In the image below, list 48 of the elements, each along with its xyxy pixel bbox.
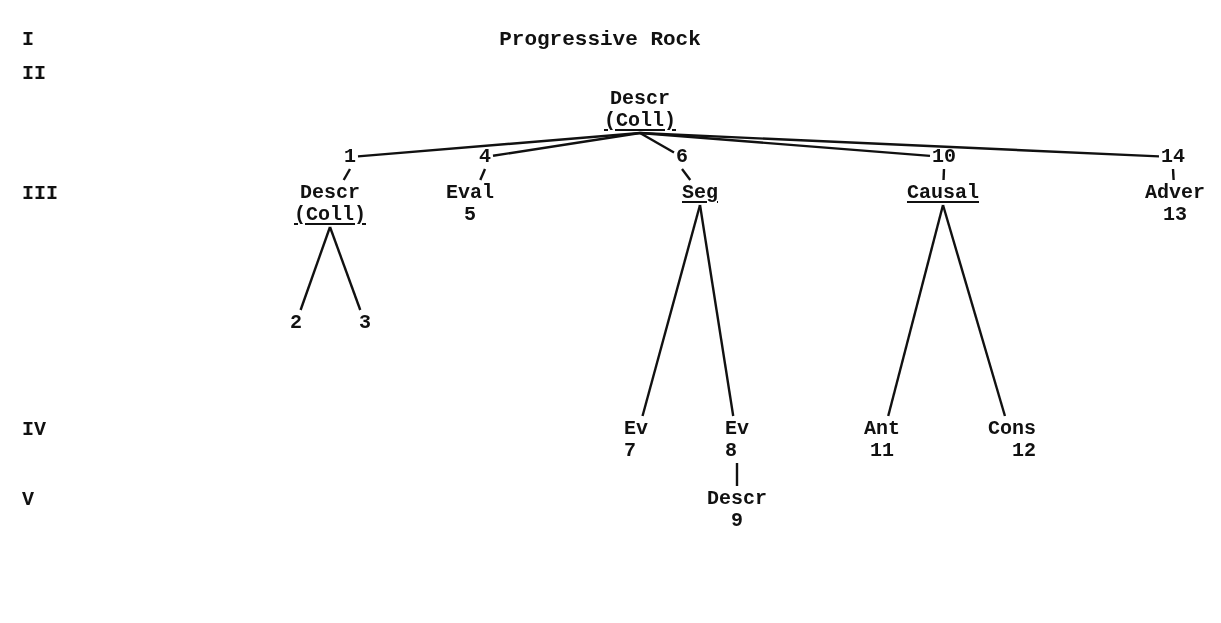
tree-label: 9 [731, 510, 743, 532]
tree-label: Descr [707, 488, 767, 510]
tree-line [641, 204, 702, 417]
tree-label: 2 [290, 312, 302, 334]
tree-label: 5 [464, 204, 476, 226]
tree-label: Ant [864, 418, 900, 440]
tree-label: 6 [676, 146, 688, 168]
tree-line [681, 168, 692, 181]
tree-line [887, 204, 945, 417]
tree-line [735, 463, 739, 486]
tree-label: Ev [624, 418, 648, 440]
tree-label: (Coll) [294, 204, 366, 226]
tree-label: Causal [907, 182, 979, 204]
tree-line [492, 131, 641, 157]
tree-label: Ev [725, 418, 749, 440]
tree-line [639, 131, 1160, 158]
tree-label: 1 [344, 146, 356, 168]
tree-label: Descr [610, 88, 670, 110]
tree-label: 13 [1163, 204, 1187, 226]
tree-line [342, 168, 352, 181]
tree-label: 10 [932, 146, 956, 168]
diagram-title: Progressive Rock [499, 28, 701, 51]
tree-line [941, 204, 1007, 417]
tree-label: Cons [988, 418, 1036, 440]
tree-line [639, 131, 675, 154]
tree-line [698, 204, 735, 417]
tree-label: 3 [359, 312, 371, 334]
tree-label: (Coll) [604, 110, 676, 132]
tree-label: Descr [300, 182, 360, 204]
tree-label: 8 [725, 440, 737, 462]
tree-label: 7 [624, 440, 636, 462]
tree-label: Adver [1145, 182, 1205, 204]
tree-label: 14 [1161, 146, 1185, 168]
level-numeral: IV [22, 418, 46, 441]
level-numeral: II [22, 62, 46, 85]
tree-line [1171, 168, 1175, 181]
level-numeral: V [22, 488, 34, 511]
tree-label: 4 [479, 146, 491, 168]
tree-line [942, 168, 946, 181]
level-numeral: III [22, 182, 58, 205]
tree-line [328, 226, 362, 311]
level-numeral: I [22, 28, 34, 51]
tree-label: 12 [1012, 440, 1036, 462]
tree-line [299, 226, 332, 311]
tree-label: Eval [446, 182, 494, 204]
tree-label: 11 [870, 440, 894, 462]
tree-line [479, 168, 487, 181]
tree-label: Seg [682, 182, 718, 204]
